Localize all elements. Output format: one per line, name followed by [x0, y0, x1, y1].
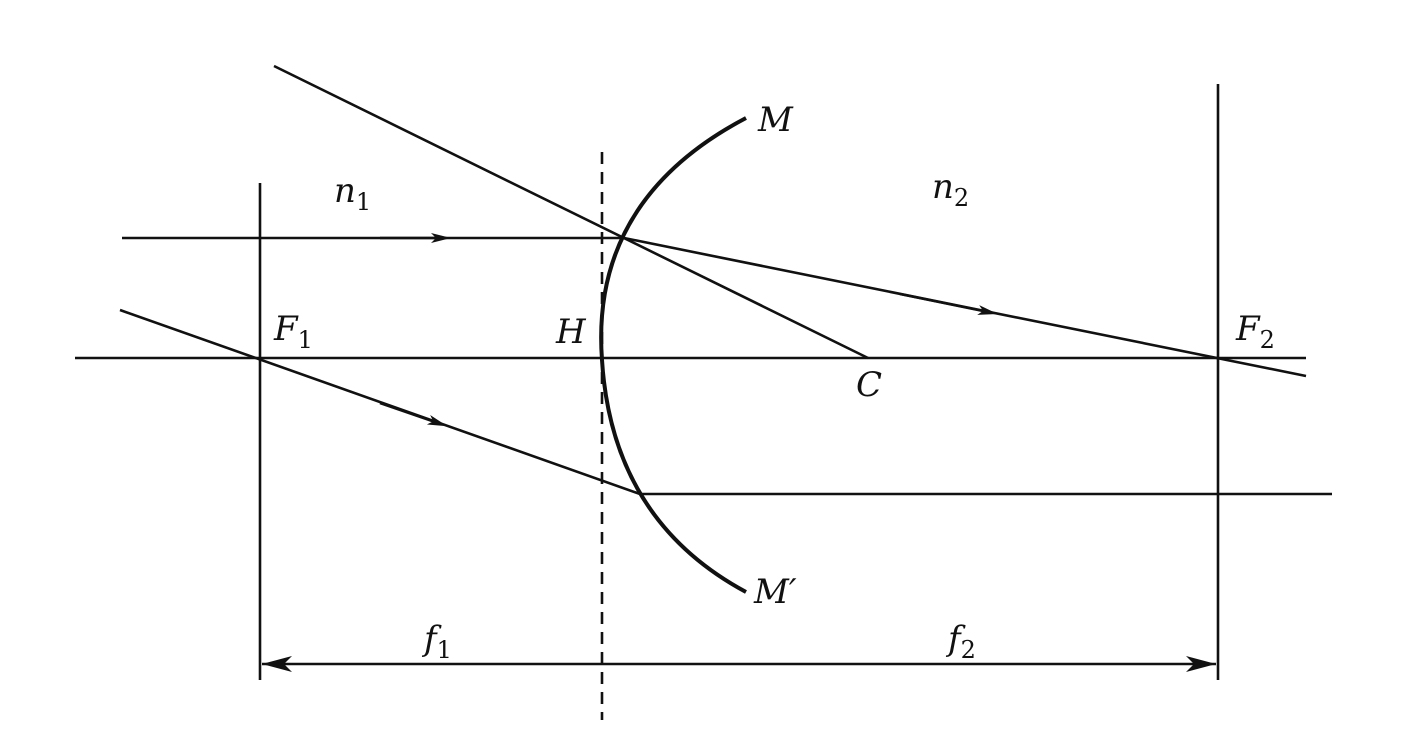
- label-f2-point: F2: [1235, 309, 1275, 354]
- ray-through-f1: [119, 308, 641, 496]
- label-c: C: [856, 365, 882, 405]
- ray-through-center: [273, 64, 869, 360]
- label-h: H: [555, 312, 587, 352]
- label-f1-point: F1: [273, 309, 313, 354]
- label-m: M: [757, 100, 794, 140]
- label-n1: n1: [334, 171, 371, 216]
- label-f1-length: f1: [421, 619, 452, 664]
- label-n2: n2: [932, 167, 969, 212]
- label-f2-length: f2: [945, 619, 976, 664]
- refracting-surface-arc: [599, 116, 747, 594]
- refracted-ray-arrow-segment: [899, 292, 998, 315]
- label-m-prime: M′: [753, 572, 797, 612]
- f1-ray-arrow-segment: [379, 401, 448, 427]
